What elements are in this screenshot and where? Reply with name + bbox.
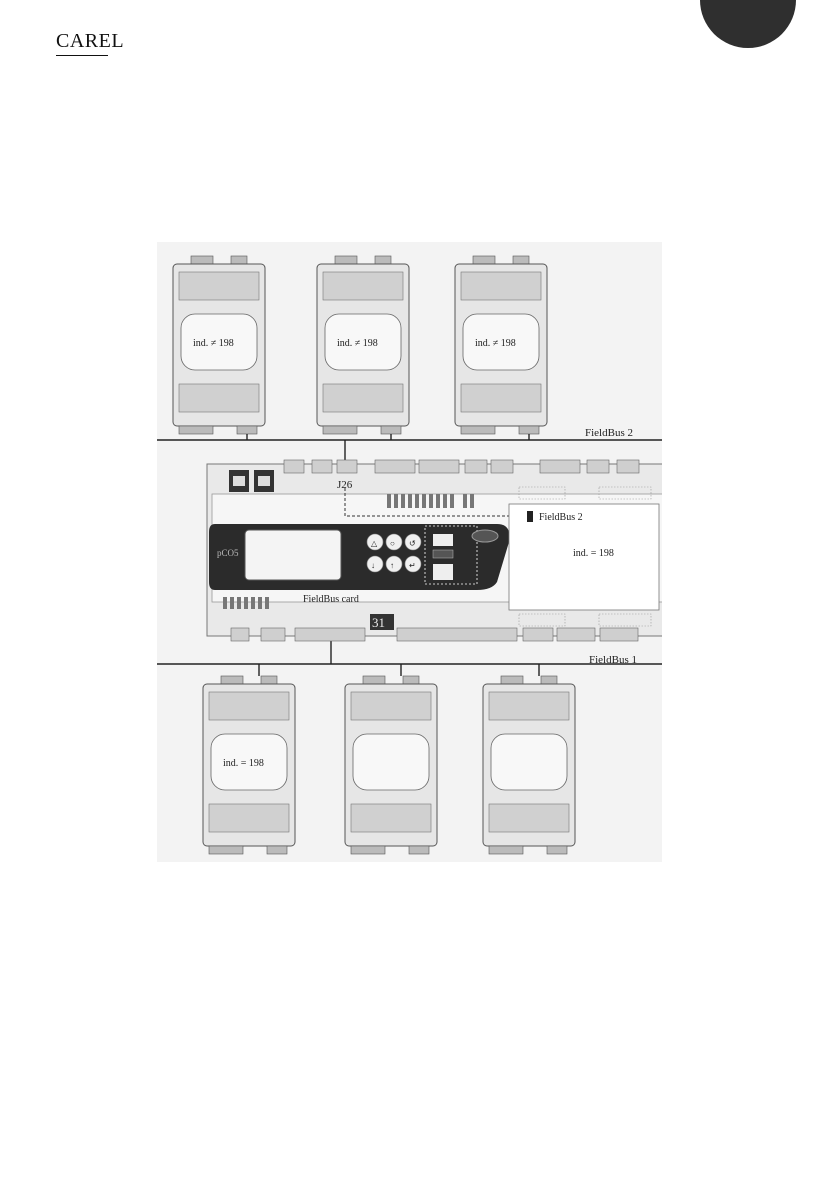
fieldbus2-label: FieldBus 2 xyxy=(585,427,633,439)
svg-text:△: △ xyxy=(371,539,378,548)
carel-logo: CAREL xyxy=(56,30,124,53)
carel-badge xyxy=(472,530,498,542)
top-device-2: ind. ≠ 198 xyxy=(317,256,409,440)
page-corner-tab xyxy=(700,0,796,48)
bottom-device-2 xyxy=(345,664,437,854)
up-button xyxy=(386,556,402,572)
internal-fieldbus2-label: FieldBus 2 xyxy=(539,512,583,523)
top-device-3: ind. ≠ 198 xyxy=(455,256,547,440)
pco-brand-label: pCO5 xyxy=(217,548,239,558)
svg-text:↵: ↵ xyxy=(409,561,416,570)
down-button xyxy=(367,556,383,572)
pco-controller: J26 pCO5 xyxy=(207,460,662,641)
top-device-3-address: ind. ≠ 198 xyxy=(475,338,516,349)
svg-text:↺: ↺ xyxy=(409,539,416,548)
fieldbus1-label: FieldBus 1 xyxy=(589,654,637,666)
svg-text:○: ○ xyxy=(390,539,395,548)
fieldbus-card-label: FieldBus card xyxy=(303,594,359,605)
svg-text:↓: ↓ xyxy=(371,561,375,570)
logo-underline xyxy=(56,55,108,56)
svg-text:↑: ↑ xyxy=(390,561,394,570)
bottom-device-3 xyxy=(483,664,575,854)
fieldbus-wiring-diagram: FieldBus 2 FieldBus 1 ind. ≠ 198 ind. ≠ 1… xyxy=(157,242,662,862)
fieldbus2-connector xyxy=(527,511,533,522)
bottom-device-1-address: ind. = 198 xyxy=(223,758,264,769)
bottom-device-1: ind. = 198 xyxy=(203,664,295,854)
lcd-display xyxy=(245,530,341,580)
top-device-1-address: ind. ≠ 198 xyxy=(193,338,234,349)
seven-segment-digits: 31 xyxy=(372,615,385,630)
top-device-2-address: ind. ≠ 198 xyxy=(337,338,378,349)
top-device-1: ind. ≠ 198 xyxy=(173,256,265,440)
internal-address-label: ind. = 198 xyxy=(573,548,614,559)
